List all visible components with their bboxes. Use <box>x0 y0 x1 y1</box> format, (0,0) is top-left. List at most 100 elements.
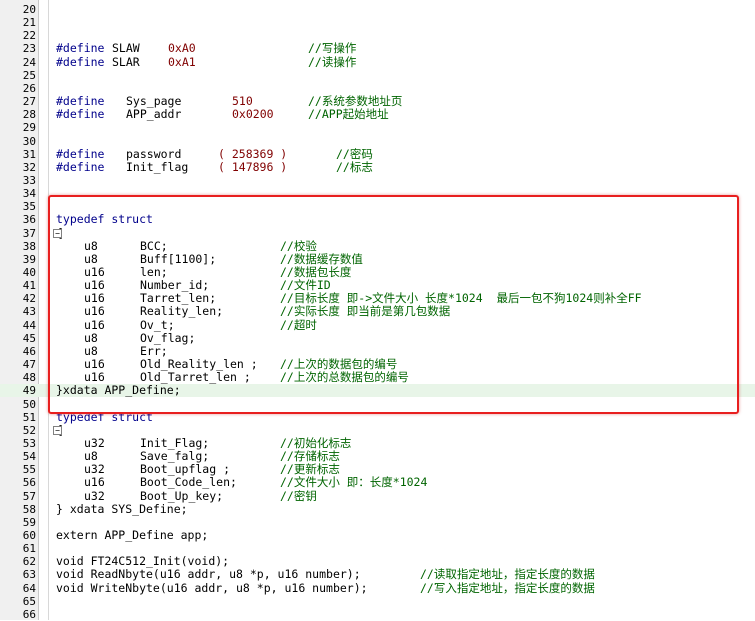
code-token: u16 <box>84 317 105 332</box>
code-line[interactable]: 20 <box>0 3 755 16</box>
code-line[interactable]: 35 <box>0 200 755 213</box>
code-token: u32 <box>84 488 105 503</box>
code-line[interactable]: 62 void FT24C512_Init(void); <box>0 554 755 569</box>
code-token: u16 <box>84 475 105 490</box>
line-number: 44 <box>22 318 36 332</box>
code-token: password <box>126 146 182 161</box>
code-token: u16 <box>84 291 105 306</box>
code-token: Init_Flag; <box>140 435 210 450</box>
code-keyword: #define <box>56 146 105 161</box>
code-line[interactable]: 30 <box>0 135 755 148</box>
code-comment: //初始化标志 <box>280 435 352 450</box>
line-number: 35 <box>22 200 36 214</box>
code-comment: //写入指定地址，指定长度的数据 <box>420 580 595 595</box>
code-line[interactable]: 21 <box>0 16 755 29</box>
fold-toggle-icon[interactable]: − <box>53 228 62 238</box>
code-line[interactable]: 26 <box>0 82 755 95</box>
code-token: Tarret_len; <box>140 291 217 306</box>
code-token: u32 <box>84 462 105 477</box>
code-line[interactable]: 25 <box>0 69 755 82</box>
line-number: 38 <box>22 239 36 253</box>
code-token: u8 <box>84 238 98 253</box>
line-number: 23 <box>22 42 36 56</box>
code-token: Number_id; <box>140 278 210 293</box>
code-token: Reality_len; <box>140 304 224 319</box>
fold-toggle-icon[interactable]: − <box>53 425 62 435</box>
code-comment: //数据包长度 <box>280 265 352 279</box>
code-line[interactable]: 49}xdata APP_Define; <box>0 384 755 398</box>
code-line[interactable]: 22 <box>0 29 755 42</box>
code-token: SLAW <box>112 41 140 56</box>
line-number: 29 <box>22 121 36 135</box>
code-line[interactable]: 50 <box>0 398 755 411</box>
line-number: 24 <box>22 55 36 69</box>
line-number: 48 <box>22 371 36 385</box>
line-number: 33 <box>22 173 36 187</box>
code-token: 510 <box>232 94 253 109</box>
line-number: 49 <box>22 384 36 398</box>
line-number: 66 <box>22 607 36 621</box>
code-line[interactable]: 65 <box>0 595 755 608</box>
code-line[interactable]: 61 <box>0 542 755 555</box>
code-line[interactable]: 34 <box>0 187 755 200</box>
code-keyword: #define <box>56 107 105 122</box>
code-comment: //数据缓存数值 <box>280 251 363 266</box>
code-comment: //文件ID <box>280 278 331 293</box>
code-token: Save_falg; <box>140 449 210 464</box>
line-number: 36 <box>22 213 36 227</box>
code-comment: //标志 <box>336 159 373 174</box>
line-number: 62 <box>22 555 36 569</box>
line-number: 61 <box>22 542 36 556</box>
code-token: Boot_upflag ; <box>140 462 231 477</box>
line-number: 45 <box>22 331 36 345</box>
line-number: 55 <box>22 463 36 477</box>
code-line[interactable]: 58} xdata SYS_Define; <box>0 502 755 516</box>
code-line[interactable]: 59 <box>0 516 755 529</box>
code-token: void FT24C512_Init(void); <box>56 554 230 569</box>
code-token: Init_flag <box>126 159 189 174</box>
line-number: 39 <box>22 252 36 266</box>
line-number: 30 <box>22 134 36 148</box>
code-comment: //APP起始地址 <box>308 107 389 122</box>
line-number: 59 <box>22 515 36 529</box>
code-token: APP_addr <box>126 107 182 122</box>
code-token: u16 <box>84 265 105 279</box>
code-token: u16 <box>84 278 105 293</box>
code-comment: //密钥 <box>280 488 317 503</box>
code-line[interactable]: 29 <box>0 121 755 134</box>
code-comment: //目标长度 即->文件大小 长度*1024 最后一包不狗1024则补全FF <box>280 291 642 306</box>
code-line[interactable]: 33 <box>0 174 755 187</box>
code-token: u16 <box>84 370 105 385</box>
highlight-annotation-box <box>48 195 739 414</box>
code-line[interactable]: 52{ <box>0 423 755 437</box>
code-line[interactable]: 66 <box>0 608 755 621</box>
code-token: u16 <box>84 304 105 319</box>
line-number: 31 <box>22 147 36 161</box>
